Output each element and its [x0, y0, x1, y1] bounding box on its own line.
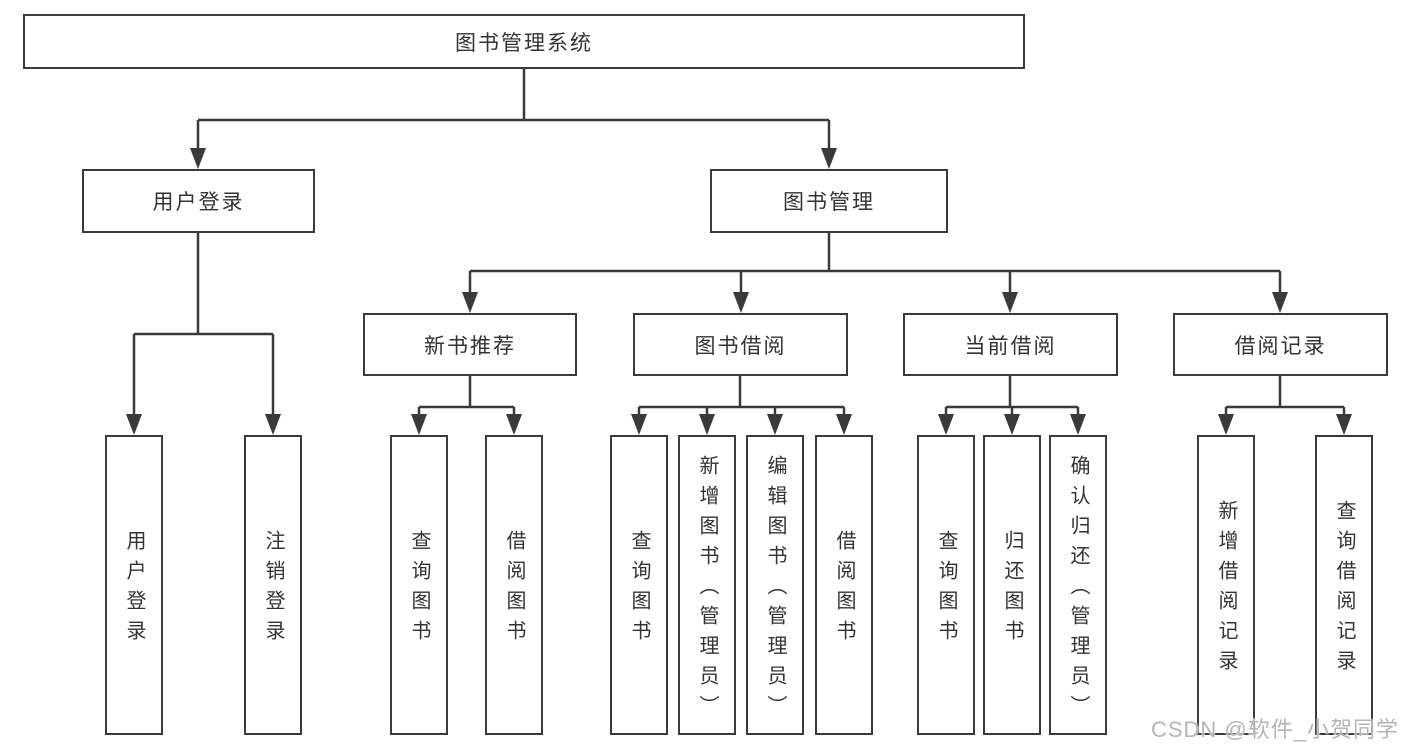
leaf-cb-return-books: 归还图书: [983, 435, 1041, 735]
leaf-rec-query-books: 查询图书: [390, 435, 448, 735]
node-label: 图书管理系统: [455, 31, 593, 55]
leaf-bb-add-books-admin: 新增图书（管理员）: [678, 435, 736, 735]
node-new-book-recommend: 新书推荐: [363, 313, 577, 376]
node-label: 借阅图书: [833, 530, 855, 650]
arrowhead-icons: [126, 148, 1352, 435]
leaf-user-login: 用户登录: [105, 435, 163, 735]
node-label: 注销登录: [262, 530, 284, 650]
leaf-cb-confirm-return-admin: 确认归还（管理员）: [1049, 435, 1107, 735]
node-label: 编辑图书（管理员）: [764, 455, 786, 725]
node-book-borrow: 图书借阅: [633, 313, 848, 376]
node-label: 新书推荐: [424, 334, 516, 358]
node-borrow-records: 借阅记录: [1173, 313, 1388, 376]
node-label: 查询图书: [935, 530, 957, 650]
node-label: 查询借阅记录: [1333, 500, 1355, 680]
node-label: 查询图书: [628, 530, 650, 650]
leaf-rec-borrow-books: 借阅图书: [485, 435, 543, 735]
node-label: 归还图书: [1001, 530, 1023, 650]
node-label: 确认归还（管理员）: [1067, 455, 1089, 725]
node-label: 查询图书: [408, 530, 430, 650]
leaf-logout: 注销登录: [244, 435, 302, 735]
node-label: 当前借阅: [964, 334, 1057, 358]
node-root-system: 图书管理系统: [23, 14, 1025, 69]
node-user-login-branch: 用户登录: [82, 169, 315, 233]
node-label: 图书管理: [783, 191, 875, 214]
watermark: CSDN @软件_小贺同学: [1150, 717, 1399, 742]
leaf-br-query-record: 查询借阅记录: [1315, 435, 1373, 735]
leaf-br-add-record: 新增借阅记录: [1197, 435, 1255, 735]
leaf-bb-query-books: 查询图书: [610, 435, 668, 735]
node-label: 借阅记录: [1234, 334, 1327, 358]
node-label: 新增借阅记录: [1215, 500, 1237, 680]
node-label: 借阅图书: [503, 530, 525, 650]
node-label: 用户登录: [152, 191, 245, 214]
node-label: 图书借阅: [694, 334, 787, 358]
leaf-cb-query-books: 查询图书: [917, 435, 975, 735]
node-label: 用户登录: [123, 530, 145, 650]
leaf-bb-borrow-books: 借阅图书: [815, 435, 873, 735]
node-current-borrow: 当前借阅: [903, 313, 1118, 376]
leaf-bb-edit-books-admin: 编辑图书（管理员）: [746, 435, 804, 735]
node-book-management-branch: 图书管理: [710, 169, 948, 233]
node-label: 新增图书（管理员）: [696, 455, 718, 725]
